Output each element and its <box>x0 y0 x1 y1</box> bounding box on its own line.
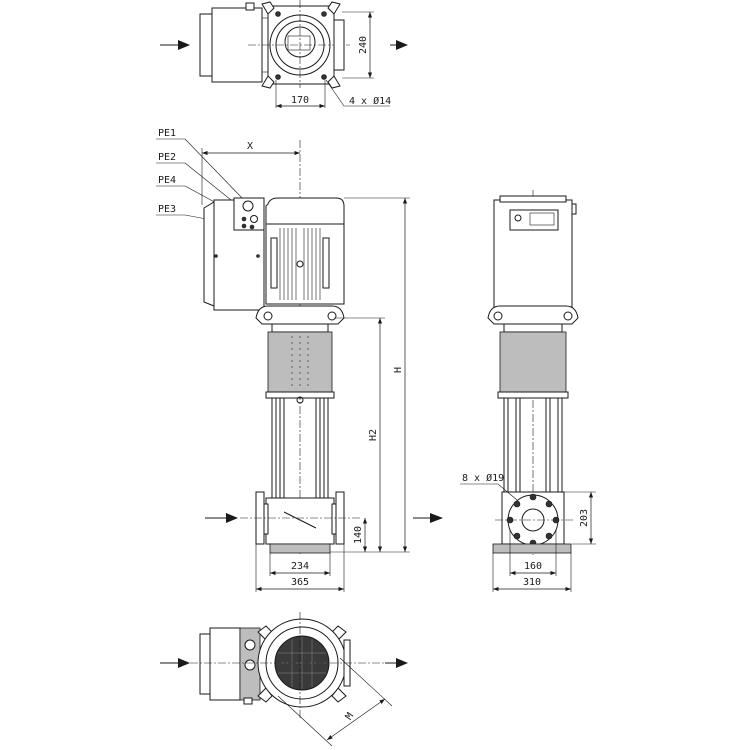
control-box-side <box>203 197 265 311</box>
dim-160-label: 160 <box>524 561 542 572</box>
front-view: 8 x Ø19 203 160 310 <box>460 190 596 592</box>
flow-arrow-in-side-icon <box>205 513 238 523</box>
flow-arrow-out-side-icon <box>413 513 443 523</box>
control-box-bottom <box>199 627 261 705</box>
side-view: PE1 PE2 PE4 PE3 X <box>156 128 443 592</box>
dim-140-label: 140 <box>353 526 364 544</box>
dim-170-label: 170 <box>291 95 309 106</box>
dim-203-label: 203 <box>579 509 590 527</box>
pe-labels: PE1 PE2 PE4 PE3 <box>156 128 247 227</box>
dim-h2-label: H2 <box>368 429 379 441</box>
dim-m-label: M <box>344 711 356 722</box>
dim-365-label: 365 <box>291 577 309 588</box>
dim-h-label: H <box>393 367 404 373</box>
top-view: 240 170 4 x Ø14 <box>160 0 408 109</box>
control-box-top <box>199 2 268 83</box>
motor-side <box>255 197 345 325</box>
pe1-label: PE1 <box>158 128 176 139</box>
dim-310-label: 310 <box>523 577 541 588</box>
flow-arrow-in-bottom-icon <box>160 658 190 668</box>
dim-x-label: X <box>247 141 253 152</box>
pe3-label: PE3 <box>158 204 176 215</box>
pe2-label: PE2 <box>158 152 176 163</box>
bottom-view: M <box>160 612 408 747</box>
dim-234-label: 234 <box>291 561 309 572</box>
flow-arrow-in-icon <box>160 40 190 50</box>
holes-4x14-label: 4 x Ø14 <box>349 95 391 107</box>
pump-base-side <box>255 491 345 554</box>
pe4-label: PE4 <box>158 175 176 186</box>
holes-8x19-label: 8 x Ø19 <box>462 472 504 484</box>
dim-240-label: 240 <box>358 36 369 54</box>
flow-arrow-out-icon <box>390 40 408 50</box>
control-box-front <box>487 195 579 325</box>
motor-top <box>248 0 350 89</box>
lantern-side <box>265 323 335 404</box>
flange-front <box>501 491 565 547</box>
flow-arrow-out-bottom-icon <box>385 658 408 668</box>
